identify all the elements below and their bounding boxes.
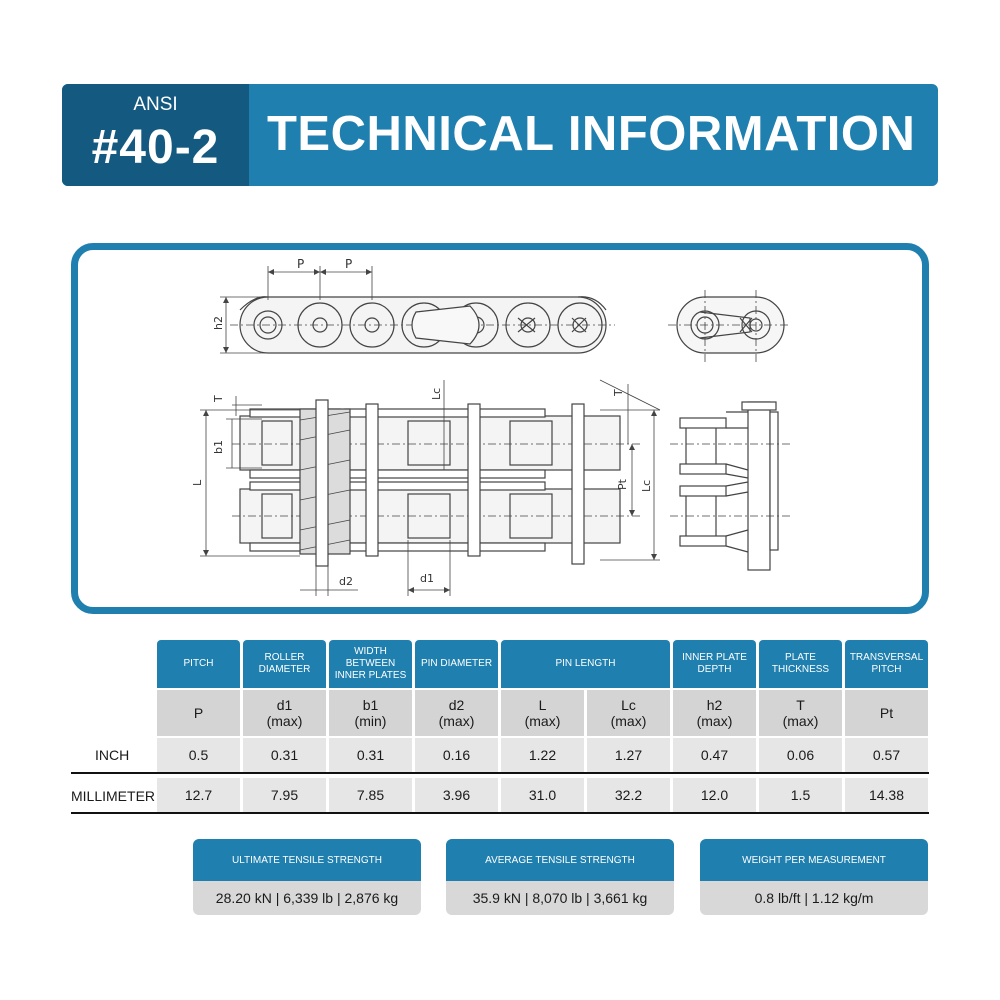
value-mm-width-between-inner-plates: 7.85 <box>329 778 412 812</box>
symbol-transversal-pitch: Pt <box>845 690 928 736</box>
chain-plan-view <box>200 379 661 596</box>
ultimate-tensile-strength-header: ULTIMATE TENSILE STRENGTH <box>193 839 421 881</box>
symbol-roller-diameter: d1(max) <box>243 690 326 736</box>
value-mm-pitch: 12.7 <box>157 778 240 812</box>
weight-per-measurement-value: 0.8 lb/ft | 1.12 kg/m <box>700 881 928 915</box>
header-pitch: PITCH <box>157 640 240 688</box>
dim-d2: d2 <box>339 575 353 588</box>
dim-h2: h2 <box>212 316 225 330</box>
dim-t-left: T <box>212 395 225 403</box>
chain-diagram-frame: P P h2 <box>71 243 929 614</box>
dim-pt: Pt <box>616 478 629 490</box>
dim-p1: P <box>297 257 304 271</box>
symbol-text: b1 <box>362 697 379 713</box>
row-label-millimeter: MILLIMETER <box>71 788 156 804</box>
average-tensile-strength-header: AVERAGE TENSILE STRENGTH <box>446 839 674 881</box>
dim-p2: P <box>345 257 352 271</box>
model-block: ANSI #40-2 <box>62 84 249 186</box>
symbol-text: P <box>193 705 204 721</box>
symbol-qualifier: (max) <box>524 713 561 729</box>
header-transversal-pitch: TRANSVERSAL PITCH <box>845 640 928 688</box>
value-inch-roller-diameter: 0.31 <box>243 738 326 772</box>
symbol-pin-length: L(max) <box>501 690 584 736</box>
weight-per-measurement-header: WEIGHT PER MEASUREMENT <box>700 839 928 881</box>
symbol-text: d1 <box>276 697 293 713</box>
dim-b1: b1 <box>212 440 225 454</box>
symbol-plate-thickness: T(max) <box>759 690 842 736</box>
symbol-pin-diameter: d2(max) <box>415 690 498 736</box>
symbol-qualifier: (max) <box>266 713 303 729</box>
value-mm-inner-plate-depth: 12.0 <box>673 778 756 812</box>
page-title: TECHNICAL INFORMATION <box>267 107 916 161</box>
value-inch-transversal-pitch: 0.57 <box>845 738 928 772</box>
symbol-text: h2 <box>706 697 723 713</box>
value-inch-pitch: 0.5 <box>157 738 240 772</box>
value-mm-pin-length-lc: 32.2 <box>587 778 670 812</box>
symbol-qualifier: (max) <box>438 713 475 729</box>
header-plate-thickness: PLATE THICKNESS <box>759 640 842 688</box>
chain-end-view-bottom <box>670 401 790 571</box>
dim-l: L <box>191 479 204 486</box>
header-pin-diameter: PIN DIAMETER <box>415 640 498 688</box>
symbol-text: d2 <box>448 697 465 713</box>
symbol-pitch: P <box>157 690 240 736</box>
header-inner-plate-depth: INNER PLATE DEPTH <box>673 640 756 688</box>
table-bottom-rule <box>71 812 929 814</box>
value-mm-transversal-pitch: 14.38 <box>845 778 928 812</box>
dim-t-right: T <box>612 389 625 397</box>
symbol-qualifier: (min) <box>354 713 387 729</box>
table-divider <box>71 772 929 774</box>
value-inch-pin-diameter: 0.16 <box>415 738 498 772</box>
model-number: #40-2 <box>91 121 220 174</box>
header-width-between-inner-plates: WIDTH BETWEEN INNER PLATES <box>329 640 412 688</box>
value-mm-plate-thickness: 1.5 <box>759 778 842 812</box>
dim-d1: d1 <box>420 572 434 585</box>
header-roller-diameter: ROLLER DIAMETER <box>243 640 326 688</box>
ultimate-tensile-strength-value: 28.20 kN | 6,339 lb | 2,876 kg <box>193 881 421 915</box>
value-mm-roller-diameter: 7.95 <box>243 778 326 812</box>
symbol-inner-plate-depth: h2(max) <box>673 690 756 736</box>
symbol-pin-length-lc: Lc(max) <box>587 690 670 736</box>
symbol-text: T <box>796 697 805 713</box>
dim-lc-top: Lc <box>430 388 443 400</box>
chain-side-view <box>220 266 615 354</box>
row-label-inch: INCH <box>95 747 130 763</box>
value-inch-width-between-inner-plates: 0.31 <box>329 738 412 772</box>
title-banner: ANSI #40-2 TECHNICAL INFORMATION <box>62 84 938 186</box>
value-inch-plate-thickness: 0.06 <box>759 738 842 772</box>
symbol-width-between-inner-plates: b1(min) <box>329 690 412 736</box>
value-mm-pin-diameter: 3.96 <box>415 778 498 812</box>
header-pin-length: PIN LENGTH <box>501 640 670 688</box>
value-inch-pin-length-lc: 1.27 <box>587 738 670 772</box>
symbol-text: Pt <box>879 705 894 721</box>
symbol-qualifier: (max) <box>696 713 733 729</box>
symbol-text: L <box>538 697 547 713</box>
value-mm-pin-length: 31.0 <box>501 778 584 812</box>
dim-lc-right: Lc <box>640 480 653 492</box>
value-inch-inner-plate-depth: 0.47 <box>673 738 756 772</box>
symbol-qualifier: (max) <box>610 713 647 729</box>
average-tensile-strength-value: 35.9 kN | 8,070 lb | 3,661 kg <box>446 881 674 915</box>
symbol-qualifier: (max) <box>782 713 819 729</box>
chain-end-view-top <box>668 290 790 365</box>
value-inch-pin-length: 1.22 <box>501 738 584 772</box>
symbol-text: Lc <box>621 697 636 713</box>
ansi-label: ANSI <box>133 94 178 115</box>
chain-technical-drawing: P P h2 <box>191 257 790 596</box>
